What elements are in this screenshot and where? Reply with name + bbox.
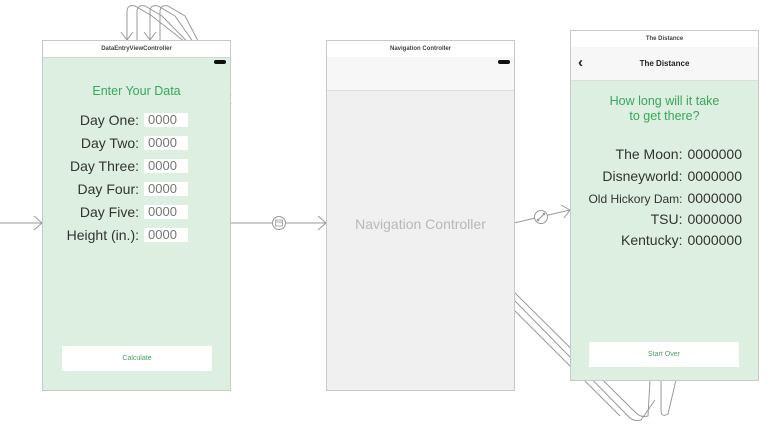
nav-title: The Distance [639, 59, 690, 68]
result-row-old-hickory-dam: Old Hickory Dam: 0000000 [588, 190, 742, 210]
day-four-field[interactable] [144, 182, 188, 196]
nav-bar: ‹ The Distance [571, 47, 758, 81]
chevron-left-icon[interactable]: ‹ [578, 54, 583, 71]
scene-title: The Distance [571, 31, 758, 48]
day-three-label: Day Three: [70, 158, 139, 174]
battery-icon [498, 60, 510, 64]
question-line-2: to get there? [629, 109, 700, 123]
day-two-row: Day Two: [81, 133, 188, 153]
day-four-label: Day Four: [77, 181, 139, 197]
loop-line-a [126, 5, 232, 79]
height-row: Height (in.): [67, 225, 188, 245]
return-line-c [513, 309, 621, 417]
result-row-disneyworld: Disneyworld:0000000 [602, 168, 742, 188]
nav-controller-label: Navigation Controller [355, 216, 486, 232]
loop-line-b [136, 5, 232, 87]
result-label: TSU: [650, 211, 683, 227]
result-label: Old Hickory Dam: [588, 192, 683, 206]
result-row-moon: The Moon:0000000 [616, 146, 742, 166]
result-row-tsu: TSU:0000000 [651, 211, 742, 231]
question-line-1: How long will it take [609, 94, 720, 108]
return-line-b [513, 299, 656, 421]
result-value: 0000000 [687, 146, 742, 162]
page-title: Enter Your Data [92, 84, 181, 98]
day-four-row: Day Four: [78, 179, 188, 199]
result-row-kentucky: Kentucky:0000000 [621, 232, 742, 252]
data-entry-scene[interactable]: DataEntryViewController Enter Your Data … [42, 40, 231, 391]
day-one-row: Day One: [80, 110, 188, 130]
day-one-field[interactable] [144, 113, 188, 127]
day-five-row: Day Five: [80, 202, 188, 222]
result-value: 0000000 [687, 232, 742, 248]
scene-title: DataEntryViewController [43, 41, 230, 58]
result-value: 0000000 [687, 211, 742, 227]
return-line-a [513, 291, 651, 417]
return-line-d [660, 379, 677, 416]
calculate-button[interactable]: Calculate [62, 346, 212, 371]
result-label: The Moon: [615, 146, 683, 162]
day-three-row: Day Three: [70, 156, 188, 176]
day-five-field[interactable] [144, 205, 188, 219]
day-five-label: Day Five: [79, 204, 139, 220]
result-value: 0000000 [687, 168, 742, 184]
height-field[interactable] [144, 228, 188, 242]
loop-line-c [149, 5, 232, 97]
battery-icon [214, 60, 226, 64]
height-label: Height (in.): [66, 227, 139, 243]
loop-line-d [159, 5, 232, 105]
day-two-label: Day Two: [80, 135, 139, 151]
start-over-button[interactable]: Start Over [589, 342, 739, 367]
distance-scene[interactable]: The Distance ‹ The Distance How long wil… [570, 30, 759, 381]
segue-show-icon [534, 210, 548, 224]
scene-title: Navigation Controller [327, 41, 514, 58]
day-three-field[interactable] [144, 159, 188, 173]
result-label: Kentucky: [621, 232, 683, 248]
nav-bar [327, 57, 514, 91]
result-label: Disneyworld: [602, 168, 683, 184]
result-value: 0000000 [687, 190, 742, 206]
day-two-field[interactable] [144, 136, 188, 150]
day-one-label: Day One: [79, 112, 139, 128]
segue-present-icon [272, 216, 286, 230]
navigation-controller-scene[interactable]: Navigation Controller Navigation Control… [326, 40, 515, 391]
